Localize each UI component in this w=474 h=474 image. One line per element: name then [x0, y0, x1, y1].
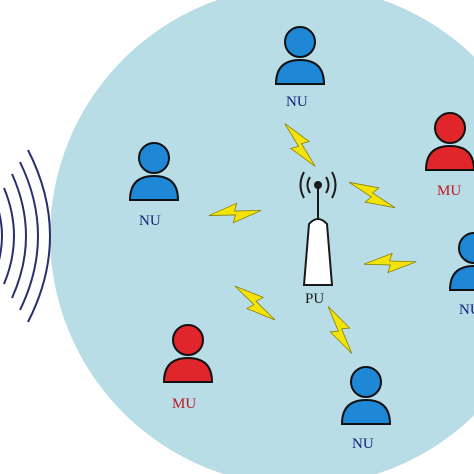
nu-right-label: NU [459, 302, 474, 318]
bolt-nu-left-icon [208, 202, 262, 224]
bolt-nu-bottom-icon [327, 306, 353, 354]
nu-bottom-label: NU [352, 436, 374, 452]
antenna-tower-icon [299, 171, 337, 286]
wireless-links [208, 123, 417, 354]
nu-top-label: NU [286, 94, 308, 110]
nu-right-person-icon [448, 232, 474, 291]
bolt-top-icon [284, 123, 316, 167]
mu-right-label: MU [437, 183, 462, 199]
signal-waves-icon [0, 149, 51, 323]
mu-bottom-left-label: MU [172, 396, 197, 412]
mu-bottom-left-person-icon [162, 324, 214, 383]
coverage-area [50, 0, 474, 474]
nu-bottom-person-icon [340, 366, 392, 425]
nu-left-label: NU [139, 213, 161, 229]
bolt-mu-right-icon [348, 181, 396, 209]
nu-left-person-icon [128, 142, 180, 201]
bolt-nu-right-icon [363, 252, 417, 274]
nu-top-person-icon [274, 26, 326, 85]
mu-right-person-icon [424, 112, 474, 171]
bolt-mu-bottom-left-icon [234, 285, 276, 321]
pu-label: PU [305, 291, 325, 307]
